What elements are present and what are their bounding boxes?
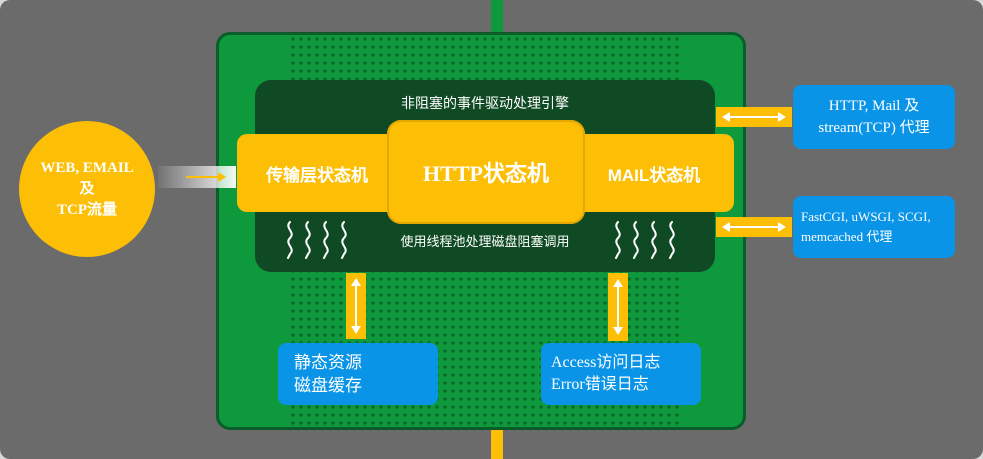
mail-state-label: MAIL状态机 — [607, 165, 701, 185]
top-connector — [491, 0, 503, 34]
input-traffic-circle: WEB, EMAIL 及 TCP流量 — [19, 121, 155, 257]
logs-box: Access访问日志 Error错误日志 — [541, 343, 701, 405]
mail-state-machine: MAIL状态机 — [574, 134, 734, 212]
http-state-label: HTTP状态机 — [423, 161, 549, 186]
http-mail-proxy-line-2: stream(TCP) 代理 — [818, 120, 930, 136]
wave-icon — [615, 221, 675, 259]
double-arrow-icon — [722, 222, 786, 232]
http-state-machine: HTTP状态机 — [387, 120, 585, 224]
input-line-3: TCP流量 — [56, 201, 117, 218]
static-cache-box: 静态资源 磁盘缓存 — [278, 343, 438, 405]
fastcgi-proxy-box: FastCGI, uWSGI, SCGI, memcached 代理 — [793, 196, 955, 258]
double-arrow-icon — [722, 112, 786, 122]
logs-line-1: Access访问日志 — [551, 354, 661, 371]
http-mail-proxy-line-1: HTTP, Mail 及 — [828, 98, 920, 114]
fastcgi-proxy-line-2: memcached 代理 — [801, 229, 893, 244]
double-arrow-icon — [613, 279, 623, 335]
logs-line-2: Error错误日志 — [551, 376, 649, 393]
static-cache-line-2: 磁盘缓存 — [294, 376, 362, 395]
threadpool-label: 使用线程池处理磁盘阻塞调用 — [400, 234, 570, 249]
input-line-2: 及 — [79, 180, 95, 197]
engine-title: 非阻塞的事件驱动处理引擎 — [401, 95, 569, 111]
fastcgi-proxy-line-1: FastCGI, uWSGI, SCGI, — [801, 209, 931, 224]
static-cache-line-1: 静态资源 — [294, 353, 362, 372]
bottom-connector — [491, 428, 503, 459]
wave-icon — [287, 221, 347, 259]
right-arrow-icon — [186, 172, 226, 182]
http-mail-proxy-box: HTTP, Mail 及 stream(TCP) 代理 — [793, 85, 955, 149]
transport-state-label: 传输层状态机 — [266, 165, 368, 185]
input-line-1: WEB, EMAIL — [40, 159, 134, 176]
double-arrow-icon — [351, 278, 361, 334]
transport-state-machine: 传输层状态机 — [237, 134, 397, 212]
